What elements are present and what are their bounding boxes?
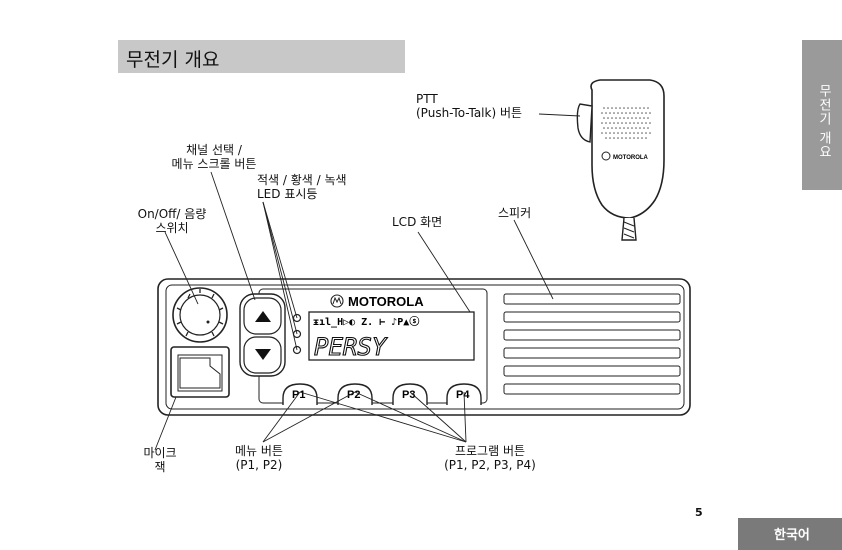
language-tab-label: 한국어	[774, 528, 810, 543]
p3-label: P3	[402, 389, 415, 401]
channel-down-button[interactable]	[243, 336, 282, 374]
onoff-label-line1: On/Off/ 음량	[137, 207, 207, 221]
p1-label: P1	[292, 389, 305, 401]
channel-label-line2: 메뉴 스크롤 버튼	[171, 157, 257, 171]
program-button-p2[interactable]: P2	[337, 383, 373, 405]
section-title-bar: 무전기 개요	[118, 40, 405, 73]
channel-label-line1: 채널 선택 /	[186, 143, 242, 157]
led-label-line1: 적색 / 황색 / 녹색	[257, 173, 347, 187]
arrow-up-icon	[255, 311, 271, 322]
onoff-volume-label: On/Off/ 음량 스위치	[128, 207, 216, 235]
speaker-label: 스피커	[498, 206, 532, 220]
led-label: 적색 / 황색 / 녹색 LED 표시등	[257, 173, 347, 201]
channel-up-button[interactable]	[243, 297, 282, 335]
mic-jack-label: 마이크 잭	[133, 446, 187, 474]
menu-buttons-label: 메뉴 버튼 (P1, P2)	[222, 444, 296, 472]
menu-label-line1: 메뉴 버튼	[235, 444, 283, 458]
page-number: 5	[695, 506, 703, 519]
mic-jack[interactable]	[170, 346, 230, 398]
ptt-label-line1: PTT	[416, 92, 438, 106]
language-tab[interactable]: 한국어	[738, 518, 842, 550]
program-button-p3[interactable]: P3	[392, 383, 428, 405]
p4-label: P4	[456, 389, 470, 401]
mic-brand: MOTOROLA	[613, 155, 649, 161]
menu-label-line2: (P1, P2)	[235, 458, 283, 472]
lcd-label: LCD 화면	[392, 215, 443, 229]
program-button-p1[interactable]: P1	[282, 383, 318, 405]
section-title: 무전기 개요	[126, 49, 220, 71]
side-tab-label: 무전기 개요	[816, 84, 831, 160]
mic-label-line2: 잭	[154, 460, 166, 474]
channel-buttons	[239, 293, 286, 377]
leader-lines	[154, 113, 581, 451]
lcd-status-icons: ᵻıl̲H▷◐ Z. ⊢ ♪P▲ⓢ	[313, 315, 419, 328]
led-label-line2: LED 표시등	[257, 187, 318, 201]
lcd-screen: ᵻıl̲H▷◐ Z. ⊢ ♪P▲ⓢ PERSY	[308, 311, 475, 362]
brand-logo: MOTOROLA	[348, 294, 424, 309]
p2-label: P2	[347, 389, 360, 401]
microphone: MOTOROLA	[576, 79, 665, 241]
arrow-down-icon	[255, 349, 271, 360]
mic-label-line1: 마이크	[143, 446, 177, 460]
channel-select-label: 채널 선택 / 메뉴 스크롤 버튼	[158, 143, 270, 171]
prog-label-line1: 프로그램 버튼	[454, 444, 526, 458]
prog-label-line2: (P1, P2, P3, P4)	[444, 458, 536, 472]
ptt-label-line2: (Push-To-Talk) 버튼	[416, 106, 523, 120]
lcd-text: PERSY	[314, 333, 388, 361]
volume-knob[interactable]	[172, 287, 228, 343]
motorola-logo-icon	[330, 294, 344, 308]
ptt-label: PTT (Push-To-Talk) 버튼	[416, 92, 522, 120]
onoff-label-line2: 스위치	[155, 221, 189, 235]
side-tab[interactable]: 무전기 개요	[802, 40, 842, 190]
program-buttons-label: 프로그램 버튼 (P1, P2, P3, P4)	[436, 444, 544, 472]
